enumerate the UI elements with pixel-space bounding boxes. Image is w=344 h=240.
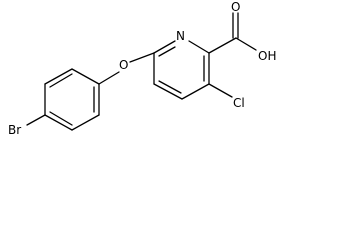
- bond-c4py-c5py: [153, 83, 183, 100]
- bond-c-oh: [235, 37, 257, 51]
- bond-c4py-c5py-inner: [158, 80, 182, 94]
- bond-c5-c6: [71, 114, 100, 131]
- bond-c4-o: [98, 71, 120, 85]
- bond-c1-br: [26, 114, 46, 126]
- nitrogen-label: N: [176, 29, 185, 43]
- bond-c3py-c4py: [181, 83, 210, 100]
- bond-n-c2py: [188, 40, 210, 54]
- hydroxyl-label: OH: [258, 49, 276, 63]
- bromine-label: Br: [8, 123, 21, 137]
- bond-c2-c3-inner: [49, 73, 73, 88]
- bond-c6-c1: [44, 114, 73, 131]
- bond-c2py-ccooh: [208, 37, 237, 54]
- bond-c3py-cl: [208, 83, 233, 98]
- ether-oxygen-label: O: [119, 58, 128, 72]
- bond-c2-c3: [44, 68, 73, 85]
- molecule-structure: Br O N O OH Cl: [8, 0, 276, 137]
- bond-c6-c1-inner: [49, 111, 73, 126]
- chlorine-label: Cl: [233, 96, 245, 110]
- bond-c6py-n: [153, 40, 176, 54]
- bond-c6py-n-inner: [158, 46, 176, 57]
- bromophenyl-ring: [44, 68, 100, 131]
- carbonyl-oxygen-label: O: [231, 0, 240, 14]
- bond-c3-c4: [71, 68, 100, 85]
- bond-o-c6py: [129, 52, 155, 63]
- pyridine-ring: N: [153, 29, 210, 100]
